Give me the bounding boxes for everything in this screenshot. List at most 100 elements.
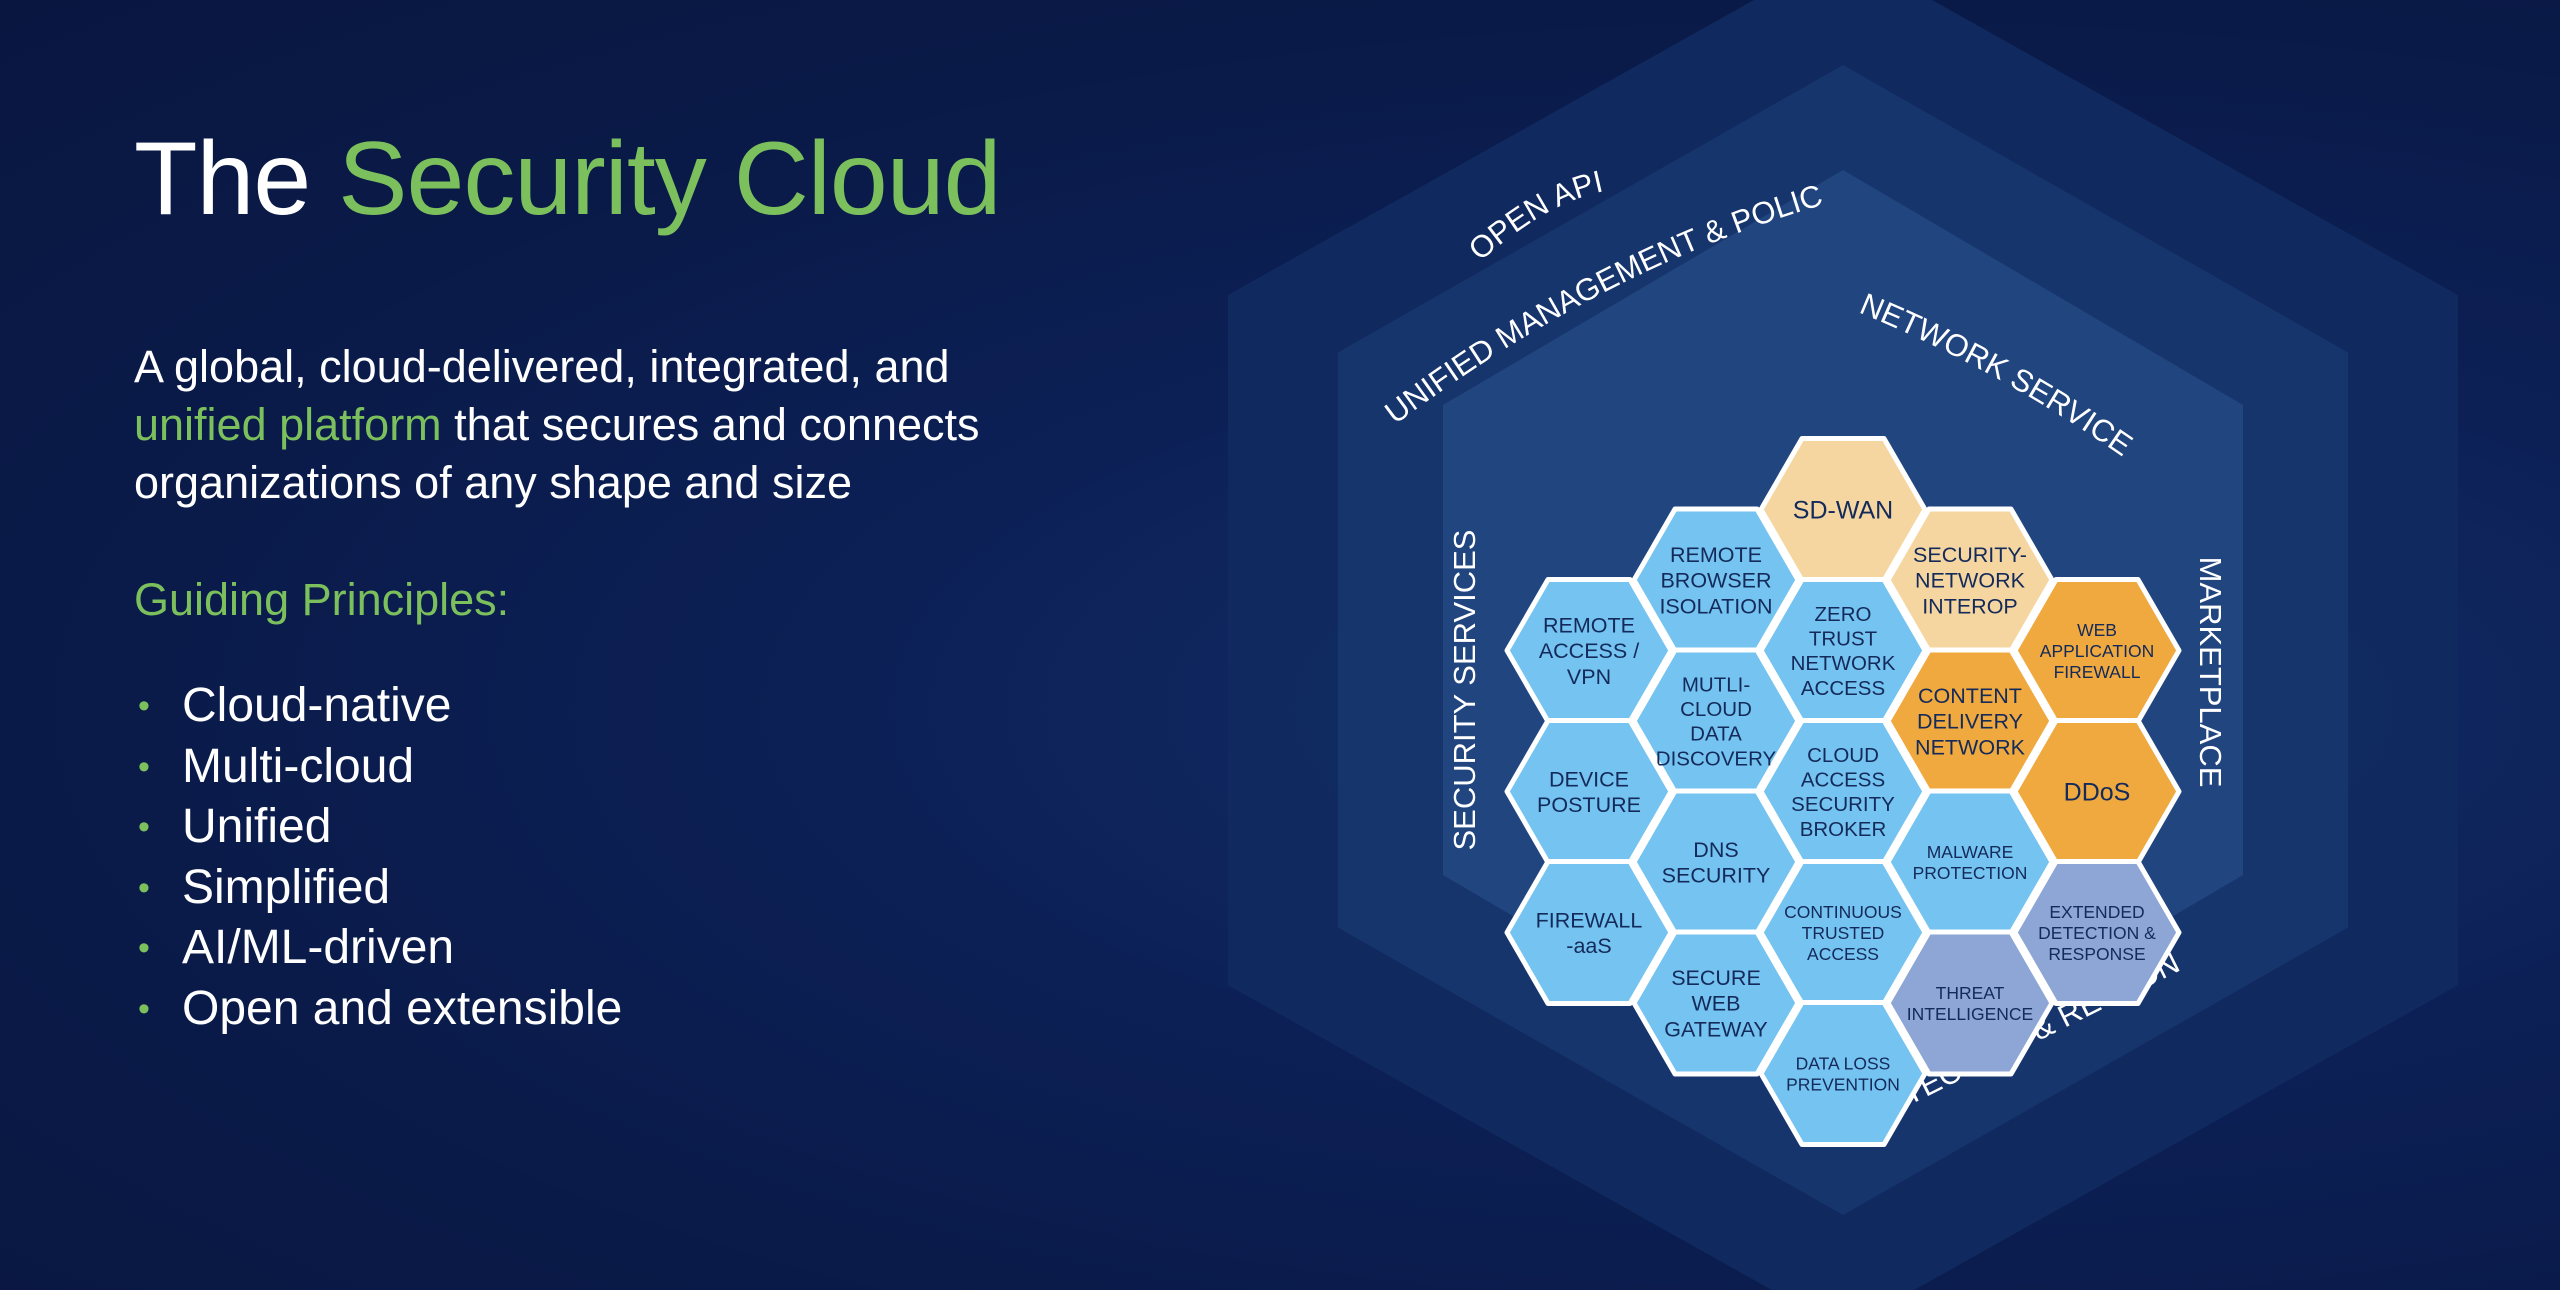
bullet-icon: •	[138, 989, 150, 1028]
bullet-icon: •	[138, 929, 150, 967]
hex-label-line: INTELLIGENCE	[1907, 1004, 2033, 1024]
principle-text: Cloud-native	[182, 679, 452, 732]
principle-text: Open and extensible	[182, 981, 623, 1035]
hex-label-line: VPN	[1567, 665, 1611, 689]
hex-label-line: DDoS	[2064, 779, 2131, 807]
bullet-icon: •	[138, 687, 150, 725]
hex-label-line: PROTECTION	[1913, 863, 2028, 883]
tagline: A global, cloud-delivered, integrated, a…	[134, 338, 1134, 512]
principle-item: • Multi-cloud	[134, 737, 622, 798]
hex-label-line: DATA	[1690, 723, 1742, 746]
hex-label-line: NETWORK	[1791, 652, 1896, 675]
hex-label-line: SECURITY	[1662, 864, 1771, 888]
title-word-the: The	[134, 121, 311, 237]
hex-label-line: FIREWALL	[2054, 662, 2141, 682]
hex-label-line: -aaS	[1566, 934, 1611, 958]
principle-item: • AI/ML-driven	[134, 918, 622, 979]
hex-label-line: TRUST	[1809, 628, 1878, 651]
principle-text: Unified	[182, 800, 332, 853]
hex-label-line: DEVICE	[1549, 767, 1629, 791]
hex-shape	[1504, 859, 1674, 1006]
hex-label-line: RESPONSE	[2048, 944, 2145, 964]
hex-label-line: CONTENT	[1918, 684, 2022, 708]
slide-title: The Security Cloud	[134, 121, 1001, 237]
principle-item: • Unified	[134, 797, 622, 858]
hex-label-line: REMOTE	[1670, 543, 1762, 567]
hex-label-line: ACCESS /	[1539, 639, 1639, 663]
hex-label-line: BROKER	[1800, 818, 1887, 841]
hex-label-line: WEB	[1692, 992, 1741, 1016]
hex-label-line: TRUSTED	[1802, 923, 1885, 943]
hex-shape	[1885, 929, 2055, 1077]
hex-label-line: MUTLI-	[1682, 674, 1750, 697]
hex-label-line: DETECTION &	[2038, 923, 2156, 943]
hex-shape	[1758, 1000, 1928, 1147]
hex-label-line: ISOLATION	[1659, 595, 1772, 619]
hex-label-line: ACCESS	[1801, 677, 1885, 700]
principles-heading: Guiding Principles:	[134, 574, 510, 625]
hex-label-line: MALWARE	[1927, 842, 2014, 862]
bullet-icon: •	[138, 747, 150, 786]
ring-label-marketplace: MARKETPLACE	[2193, 557, 2228, 788]
hex-label-line: BROWSER	[1660, 569, 1771, 593]
tagline-highlight: unified platform	[134, 399, 442, 450]
hex-label-line: APPLICATION	[2040, 641, 2154, 661]
principle-item: • Cloud-native	[134, 676, 622, 737]
tagline-line-1: A global, cloud-delivered, integrated, a…	[134, 341, 950, 392]
principle-item: •Simplified	[134, 858, 622, 919]
hex-label-line: FIREWALL	[1536, 908, 1643, 932]
hex-label: FIREWALL-aaS	[1536, 908, 1643, 958]
hex-label-line: DISCOVERY	[1656, 747, 1777, 770]
hex-label-line: REMOTE	[1543, 613, 1635, 637]
hex-shape	[1631, 929, 1801, 1077]
principle-item: • Open and extensible	[134, 979, 622, 1040]
hex-label-line: SECURE	[1671, 966, 1761, 990]
hex-label-line: WEB	[2077, 620, 2117, 640]
hex-label: DDoS	[2064, 779, 2131, 807]
principle-text: Multi-cloud	[182, 739, 415, 793]
hex-label-line: CLOUD	[1807, 744, 1879, 767]
principles-list: •Cloud-native •Multi-cloud •Unified •Sim…	[134, 676, 622, 1039]
hex-label-line: PREVENTION	[1786, 1074, 1900, 1094]
title-word-security-cloud: Security Cloud	[338, 121, 1001, 237]
hex-label-line: SECURITY-	[1913, 543, 2027, 567]
hex-label-line: THREAT	[1936, 983, 2005, 1003]
hex-label: SD-WAN	[1793, 497, 1893, 525]
hex-label-line: POSTURE	[1537, 793, 1641, 817]
hex-label-line: DNS	[1693, 838, 1738, 862]
hex-label-line: ACCESS	[1801, 769, 1885, 792]
hex-label-line: ZERO	[1815, 603, 1872, 626]
principle-text: AI/ML-driven	[182, 921, 455, 974]
hex-label-line: NETWORK	[1915, 569, 2026, 593]
principle-text: Simplified	[182, 860, 391, 914]
hex-label-line: INTEROP	[1922, 595, 2018, 619]
tagline-line-3: organizations of any shape and size	[134, 457, 852, 508]
hex-label-line: SECURITY	[1791, 793, 1895, 816]
bullet-icon: •	[138, 808, 150, 846]
hex-label-line: DATA LOSS	[1796, 1053, 1891, 1073]
